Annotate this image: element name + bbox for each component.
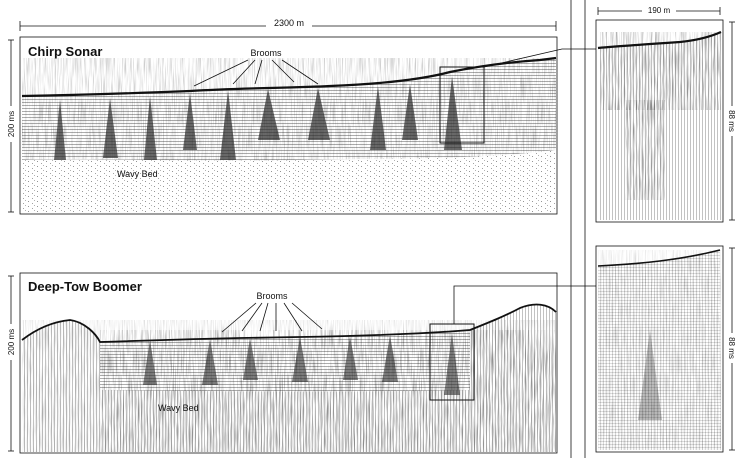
scale-label-190m: 190 m: [648, 6, 671, 15]
boomer-broom-structures: [143, 333, 460, 395]
chirp-sonar-panel: Chirp Sonar Brooms Wavy Bed: [19, 36, 558, 215]
vertical-scale-boomer: 200 ms: [5, 275, 17, 452]
deep-tow-boomer-panel: Deep-Tow Boomer Brooms Wavy Bed: [19, 272, 558, 454]
chirp-brooms-label: Brooms: [250, 48, 282, 58]
chirp-connector-line: [483, 48, 596, 68]
boomer-broom-leader-lines: [221, 302, 323, 333]
horizontal-scale-bar-right: 190 m: [597, 4, 721, 15]
vertical-scale-chirp: 200 ms: [5, 39, 17, 213]
chirp-zoom-panel: [595, 19, 724, 223]
chirp-broom-structures: [54, 76, 462, 160]
boomer-title: Deep-Tow Boomer: [28, 279, 142, 294]
vertical-scale-chirp-zoom: 88 ms: [726, 21, 738, 221]
chirp-zoom-scale-88ms: 88 ms: [727, 110, 736, 132]
boomer-zoom-scale-88ms: 88 ms: [727, 337, 736, 359]
boomer-connector-line: [453, 285, 596, 324]
boomer-brooms-label: Brooms: [256, 291, 288, 301]
boomer-zoom-panel: [595, 245, 724, 453]
boomer-zoom-box: [429, 323, 475, 401]
chirp-scale-label-200ms: 200 ms: [7, 111, 16, 137]
scale-label-2300m: 2300 m: [274, 18, 304, 28]
vertical-scale-boomer-zoom: 88 ms: [726, 247, 738, 451]
chirp-title: Chirp Sonar: [28, 44, 102, 59]
boomer-scale-label-200ms: 200 ms: [7, 329, 16, 355]
chirp-zoom-box: [439, 66, 485, 144]
chirp-wavy-bed-label: Wavy Bed: [117, 169, 158, 179]
boomer-wavy-bed-label: Wavy Bed: [158, 403, 199, 413]
chirp-broom-leader-lines: [193, 59, 319, 87]
horizontal-scale-bar-left: 2300 m: [19, 16, 557, 31]
